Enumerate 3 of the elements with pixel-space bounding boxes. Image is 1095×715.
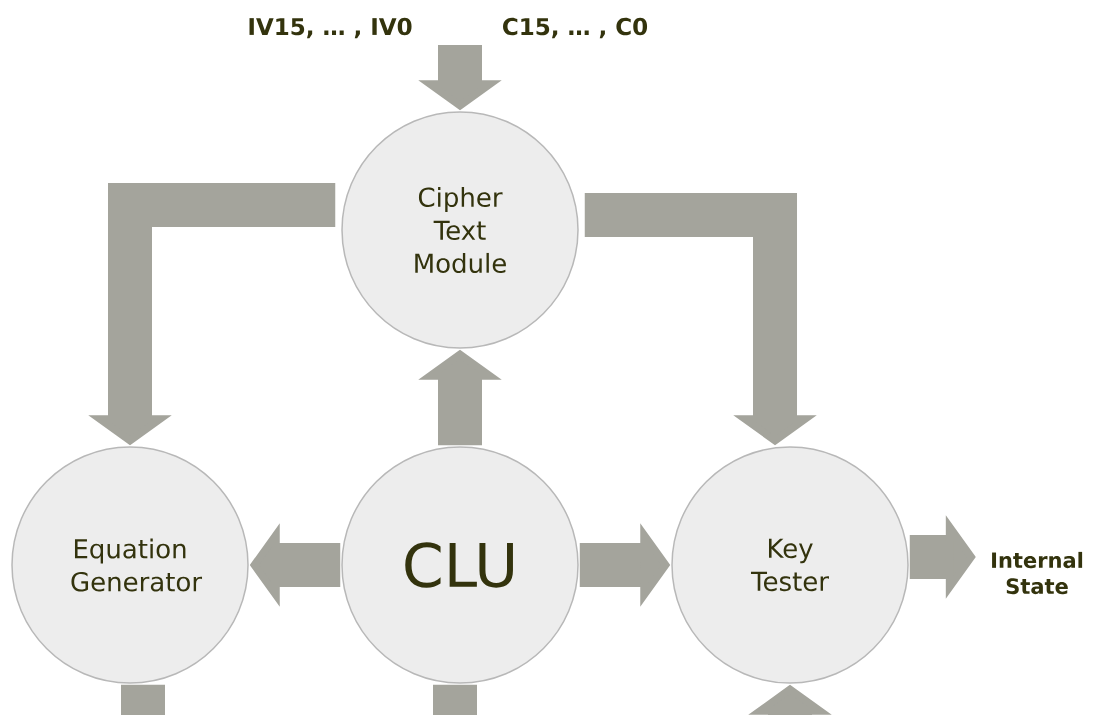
input-label: IV15, … , IV0 bbox=[249, 17, 412, 39]
input-label: C15, … , C0 bbox=[503, 17, 648, 39]
output-label: Internal State bbox=[992, 551, 1083, 595]
